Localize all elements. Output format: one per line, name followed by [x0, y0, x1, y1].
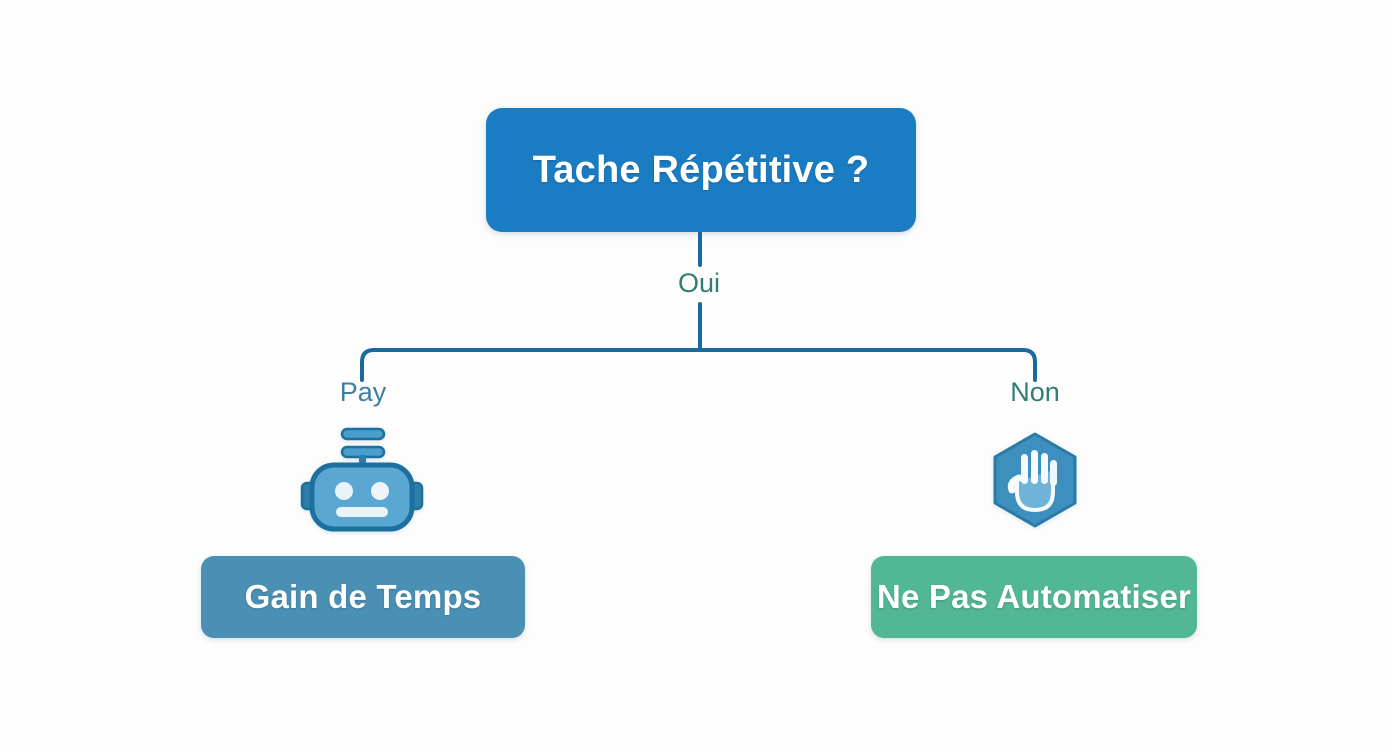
robot-icon-glyph — [300, 427, 424, 532]
outcome-node-ne-pas-automatiser[interactable]: Ne Pas Automatiser — [871, 556, 1197, 638]
edge-split-bar-left — [360, 348, 702, 382]
stop-hand-hexagon-icon — [985, 430, 1085, 530]
decision-node-root-label: Tache Répétitive ? — [532, 148, 870, 191]
stop-hand-hexagon-icon-glyph — [993, 432, 1077, 528]
decision-node-root[interactable]: Tache Répétitive ? — [486, 108, 916, 232]
outcome-node-ne-pas-automatiser-label: Ne Pas Automatiser — [876, 578, 1192, 615]
edge-label-oui: Oui — [677, 268, 721, 298]
edge-label-non: Non — [1010, 377, 1060, 407]
outcome-node-gain-de-temps-label: Gain de Temps — [244, 578, 482, 615]
robot-icon — [300, 425, 424, 535]
edge-label-pay: Pay — [339, 377, 387, 407]
edge-split-bar-right — [698, 348, 1037, 382]
outcome-node-gain-de-temps[interactable]: Gain de Temps — [201, 556, 525, 638]
